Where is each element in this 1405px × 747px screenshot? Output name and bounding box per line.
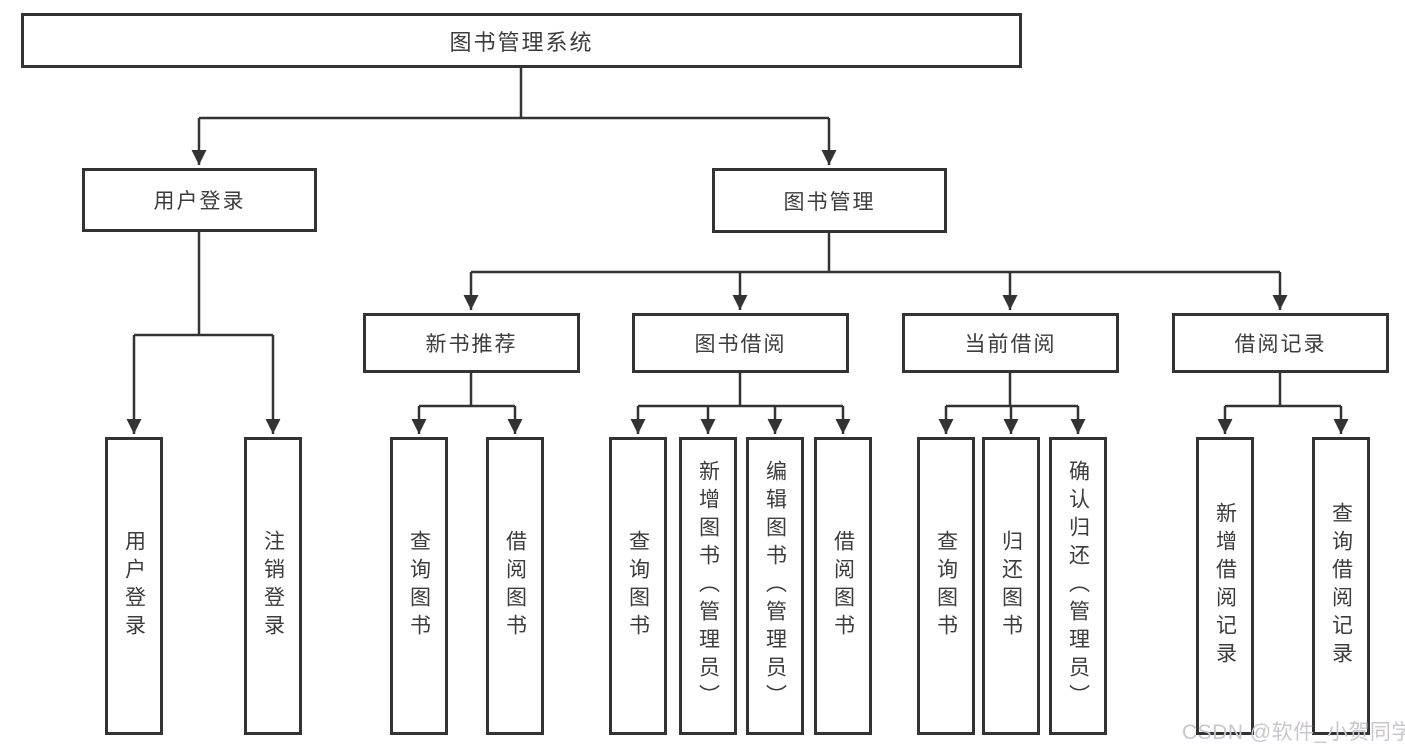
node-new-book-recommendation: 新书推荐 [363,313,580,373]
leaf-records-add-record-label: 新增借阅记录 [1213,502,1237,670]
leaf-recommend-borrow-books-label: 借阅图书 [503,530,527,642]
leaf-recommend-borrow-books: 借阅图书 [486,437,544,735]
leaf-logout: 注销登录 [244,437,302,735]
leaf-borrowing-add-books-admin-label: 新增图书（管理员） [696,460,720,712]
leaf-current-confirm-return-admin-label: 确认归还（管理员） [1066,460,1090,712]
node-book-borrowing: 图书借阅 [632,313,849,373]
leaf-borrowing-query-books-label: 查询图书 [626,530,650,642]
leaf-borrowing-borrow-books-label: 借阅图书 [831,530,855,642]
leaf-records-query-record-label: 查询借阅记录 [1329,502,1353,670]
leaf-current-return-books-label: 归还图书 [999,530,1023,642]
node-borrowing-records: 借阅记录 [1172,313,1389,373]
leaf-current-return-books: 归还图书 [982,437,1040,735]
leaf-current-query-books-label: 查询图书 [934,530,958,642]
leaf-records-add-record: 新增借阅记录 [1196,437,1254,735]
leaf-user-login: 用户登录 [105,437,163,735]
node-user-login: 用户登录 [82,168,317,232]
leaf-user-login-label: 用户登录 [122,530,146,642]
node-book-management-system: 图书管理系统 [21,13,1022,68]
node-current-borrowing: 当前借阅 [902,313,1119,373]
leaf-current-confirm-return-admin: 确认归还（管理员） [1049,437,1107,735]
leaf-borrowing-add-books-admin: 新增图书（管理员） [679,437,737,735]
leaf-logout-label: 注销登录 [261,530,285,642]
leaf-borrowing-borrow-books: 借阅图书 [814,437,872,735]
leaf-borrowing-edit-books-admin: 编辑图书（管理员） [746,437,804,735]
node-book-management: 图书管理 [712,168,947,233]
leaf-recommend-query-books: 查询图书 [390,437,448,735]
leaf-current-query-books: 查询图书 [917,437,975,735]
csdn-watermark: CSDN @软件_小贺同学 [1182,721,1405,744]
leaf-borrowing-edit-books-admin-label: 编辑图书（管理员） [763,460,787,712]
leaf-records-query-record: 查询借阅记录 [1312,437,1370,735]
leaf-recommend-query-books-label: 查询图书 [407,530,431,642]
leaf-borrowing-query-books: 查询图书 [609,437,667,735]
